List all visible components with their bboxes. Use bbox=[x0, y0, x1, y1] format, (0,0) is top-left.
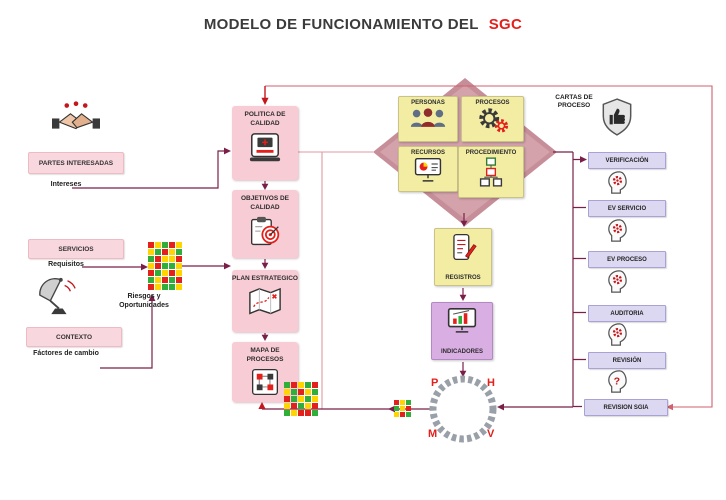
flowchart-icon bbox=[459, 156, 523, 193]
svg-text:?: ? bbox=[614, 375, 620, 387]
risk-matrix-icon bbox=[394, 400, 411, 417]
shield-thumbs-up-icon bbox=[600, 97, 634, 142]
people-icon bbox=[399, 106, 457, 134]
requisitos-label: Requisitos bbox=[48, 261, 84, 268]
target-clipboard-icon bbox=[232, 216, 298, 251]
ev-proceso-head-gears-icon bbox=[604, 269, 629, 299]
registros-box: REGISTROS bbox=[434, 228, 492, 286]
verificacion-head-gears-icon bbox=[604, 170, 629, 200]
revision-sgia-box: REVISION SGIA bbox=[584, 399, 668, 416]
page-title: MODELO DE FUNCIONAMIENTO DEL SGC bbox=[0, 16, 726, 33]
objetivos-calidad-box: OBJETIVOS DE CALIDAD bbox=[232, 190, 298, 258]
gears-icon bbox=[462, 106, 523, 139]
pdca-ring bbox=[424, 370, 502, 453]
personas-label: PERSONAS bbox=[411, 100, 445, 106]
title-text: MODELO DE FUNCIONAMIENTO DEL bbox=[203, 16, 479, 33]
procesos-label: PROCESOS bbox=[475, 100, 510, 106]
servicios-box: SERVICIOS bbox=[28, 239, 124, 259]
handshake-icon bbox=[52, 100, 100, 142]
presentation-screen-icon bbox=[399, 156, 457, 188]
registros-label: REGISTROS bbox=[445, 275, 481, 281]
cycle-letter-m: M bbox=[428, 428, 438, 440]
auditoria-head-gears-icon bbox=[604, 322, 629, 352]
dashboard-monitor-icon bbox=[446, 307, 478, 340]
indicadores-label: INDICADORES bbox=[440, 349, 483, 355]
strategy-map-icon bbox=[232, 287, 298, 320]
personas-box: PERSONAS bbox=[398, 96, 458, 142]
cycle-letter-p: P bbox=[431, 377, 439, 389]
procedimiento-label: PROCEDIMIENTO bbox=[465, 150, 517, 156]
satellite-dish-icon bbox=[36, 276, 78, 323]
factores-cambio-label: Fáctores de cambio bbox=[33, 350, 99, 357]
recursos-box: RECURSOS bbox=[398, 146, 458, 192]
revision-box: REVISIÓN bbox=[588, 352, 666, 369]
title-highlight-sgc: SGC bbox=[488, 16, 523, 33]
verificacion-box: VERIFICACIÓN bbox=[588, 152, 666, 169]
cycle-letter-h: H bbox=[487, 377, 495, 389]
intereses-label: Intereses bbox=[50, 181, 82, 188]
cartas-proceso-label: CARTAS DE PROCESO bbox=[555, 94, 593, 110]
procedimiento-box: PROCEDIMIENTO bbox=[458, 146, 524, 198]
indicadores-box: INDICADORES bbox=[431, 302, 493, 360]
riesgos-oportunidades-label: Riesgos y Oportunidades bbox=[119, 293, 169, 310]
procesos-box: PROCESOS bbox=[461, 96, 524, 142]
partes-interesadas-box: PARTES INTERESADAS bbox=[28, 152, 124, 174]
validator-machine-icon bbox=[232, 132, 298, 169]
objetivos-calidad-label: OBJETIVOS DE CALIDAD bbox=[240, 195, 290, 211]
risk-matrix-icon bbox=[148, 242, 182, 290]
auditoria-box: AUDITORIA bbox=[588, 305, 666, 322]
ev-servicio-head-gears-icon bbox=[604, 218, 629, 248]
revision-head-question-icon: ? bbox=[604, 369, 629, 399]
recursos-label: RECURSOS bbox=[410, 150, 445, 156]
politica-calidad-label: POLITICA DE CALIDAD bbox=[244, 111, 286, 127]
risk-matrix-icon bbox=[284, 382, 318, 416]
plan-estrategico-label: PLAN ESTRATEGICO bbox=[232, 275, 298, 282]
mapa-procesos-label: MAPA DE PROCESOS bbox=[246, 347, 284, 363]
cycle-letter-v: V bbox=[487, 428, 495, 440]
checklist-phone-icon bbox=[449, 233, 477, 266]
politica-calidad-box: POLITICA DE CALIDAD bbox=[232, 106, 298, 180]
ev-servicio-box: EV SERVICIO bbox=[588, 200, 666, 217]
ev-proceso-box: EV PROCESO bbox=[588, 251, 666, 268]
plan-estrategico-box: PLAN ESTRATEGICO bbox=[232, 270, 298, 332]
contexto-box: CONTEXTO bbox=[26, 327, 122, 347]
